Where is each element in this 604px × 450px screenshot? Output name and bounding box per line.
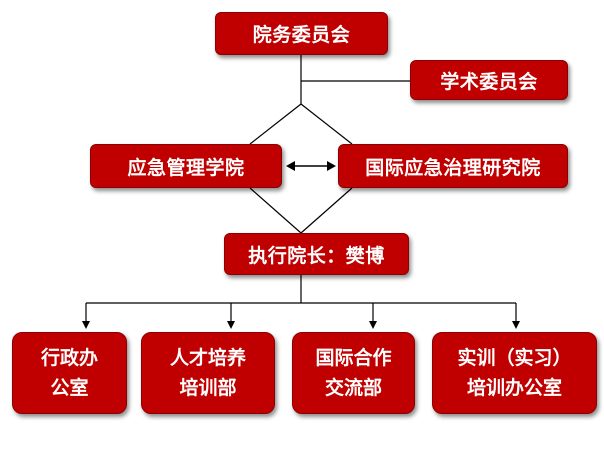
council-box: 院务委员会 xyxy=(215,12,388,55)
drop-arrow-4 xyxy=(512,321,520,329)
arrow-right-head xyxy=(327,161,336,171)
dept-box-international-exchange: 国际合作 交流部 xyxy=(292,332,415,414)
dept-label-line1: 人才培养 xyxy=(169,347,246,369)
dept-label-line1: 行政办 xyxy=(40,347,98,369)
diamond-bottom-left-line xyxy=(249,187,302,234)
dept-label-line2: 公室 xyxy=(50,377,89,399)
executive-dean-box: 执行院长：樊博 xyxy=(224,233,409,275)
dept-box-talent-training: 人才培养 培训部 xyxy=(141,332,275,414)
dept-label-line2: 培训办公室 xyxy=(466,377,562,399)
dept-box-practical-training: 实训（实习） 培训办公室 xyxy=(432,332,597,414)
drop-arrow-1 xyxy=(82,321,90,329)
dept-label-line1: 实训（实习） xyxy=(457,347,572,369)
arrow-left-head xyxy=(286,161,295,171)
council-label: 院务委员会 xyxy=(252,24,351,46)
academic-committee-box: 学术委员会 xyxy=(410,60,568,100)
dept-label-line1: 国际合作 xyxy=(315,347,392,369)
international-institute-box: 国际应急治理研究院 xyxy=(338,144,568,188)
dept-label-line2: 交流部 xyxy=(324,377,382,399)
drop-arrow-3 xyxy=(369,321,377,329)
diamond-top-left-line xyxy=(249,103,302,145)
emergency-college-label: 应急管理学院 xyxy=(127,156,245,179)
international-institute-label: 国际应急治理研究院 xyxy=(365,156,541,179)
diamond-bottom-right-line xyxy=(300,187,353,234)
drop-arrow-2 xyxy=(227,321,235,329)
dept-box-admin-office: 行政办 公室 xyxy=(12,332,127,414)
executive-dean-label: 执行院长：樊博 xyxy=(248,244,385,267)
academic-committee-label: 学术委员会 xyxy=(440,70,538,93)
dept-label-line2: 培训部 xyxy=(179,377,237,399)
emergency-college-box: 应急管理学院 xyxy=(90,144,282,188)
diamond-top-right-line xyxy=(300,103,353,145)
